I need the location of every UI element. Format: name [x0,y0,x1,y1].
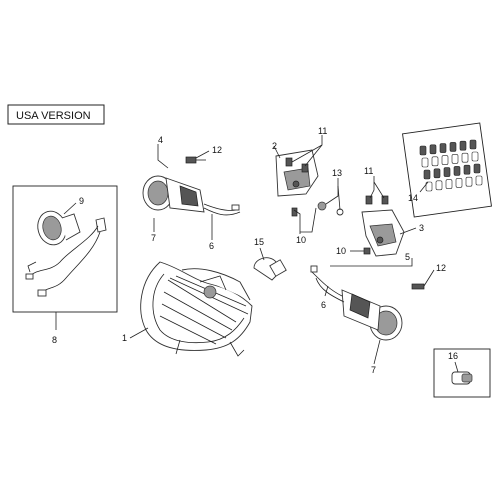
label-6-left: 6 [209,241,214,251]
label-7-right: 7 [371,365,376,375]
label-16: 16 [448,351,458,361]
bracket-3 [361,209,405,257]
label-10-b: 10 [296,235,306,245]
connector-terminal [421,157,429,168]
connector-terminal [441,155,449,165]
title-text: USA VERSION [16,110,91,122]
connector-terminal [429,144,437,155]
connectors-inset [402,122,492,218]
connector-terminal [465,176,473,187]
bulb-15 [253,257,287,281]
label-15: 15 [254,237,264,247]
leader-lines [55,135,459,373]
connector-terminal [419,145,427,156]
connector-terminal [459,140,467,151]
connector-terminal [435,180,443,191]
connector-terminal [423,169,431,180]
label-2: 2 [272,141,277,151]
connector-terminal [461,152,469,163]
connector-terminal [453,166,461,176]
label-12-a: 12 [212,145,222,155]
bulb-inset [433,348,491,398]
bracket-2 [275,149,319,197]
connector-terminal [455,178,463,188]
label-11-b: 11 [364,166,373,176]
connector-terminal [433,168,441,179]
connector-terminal [469,139,477,150]
connector-terminal [473,163,481,174]
label-14: 14 [408,193,418,203]
label-4: 4 [158,135,163,145]
label-3: 3 [419,223,424,233]
connector-terminal [475,175,483,186]
label-13: 13 [332,168,342,178]
label-5: 5 [405,252,410,262]
connector-terminal [425,181,433,192]
connector-terminal [463,164,471,175]
label-6-right: 6 [321,300,326,310]
connector-terminal [449,142,457,152]
connector-terminal [443,167,451,177]
callout-labels: 1 2 3 4 5 6 6 7 7 8 9 10 10 11 11 12 12 … [52,126,458,375]
connector-terminal [471,151,479,162]
label-12-b: 12 [436,263,446,273]
label-7-left: 7 [151,233,156,243]
wiring-harness-inset [12,185,118,313]
label-9: 9 [79,196,84,206]
connector-terminal [431,156,439,167]
fasteners [185,156,425,290]
label-11-a: 11 [318,126,327,136]
title-box: USA VERSION [7,104,105,125]
right-turn-signal [310,265,403,341]
label-1: 1 [122,333,127,343]
label-10-a: 10 [336,246,346,256]
connector-grid [419,139,483,192]
connector-terminal [451,154,459,164]
connector-terminal [445,179,453,189]
left-turn-signal [142,175,241,232]
connector-terminal [439,143,447,153]
label-8: 8 [52,335,57,345]
headlight-assembly [140,261,253,357]
